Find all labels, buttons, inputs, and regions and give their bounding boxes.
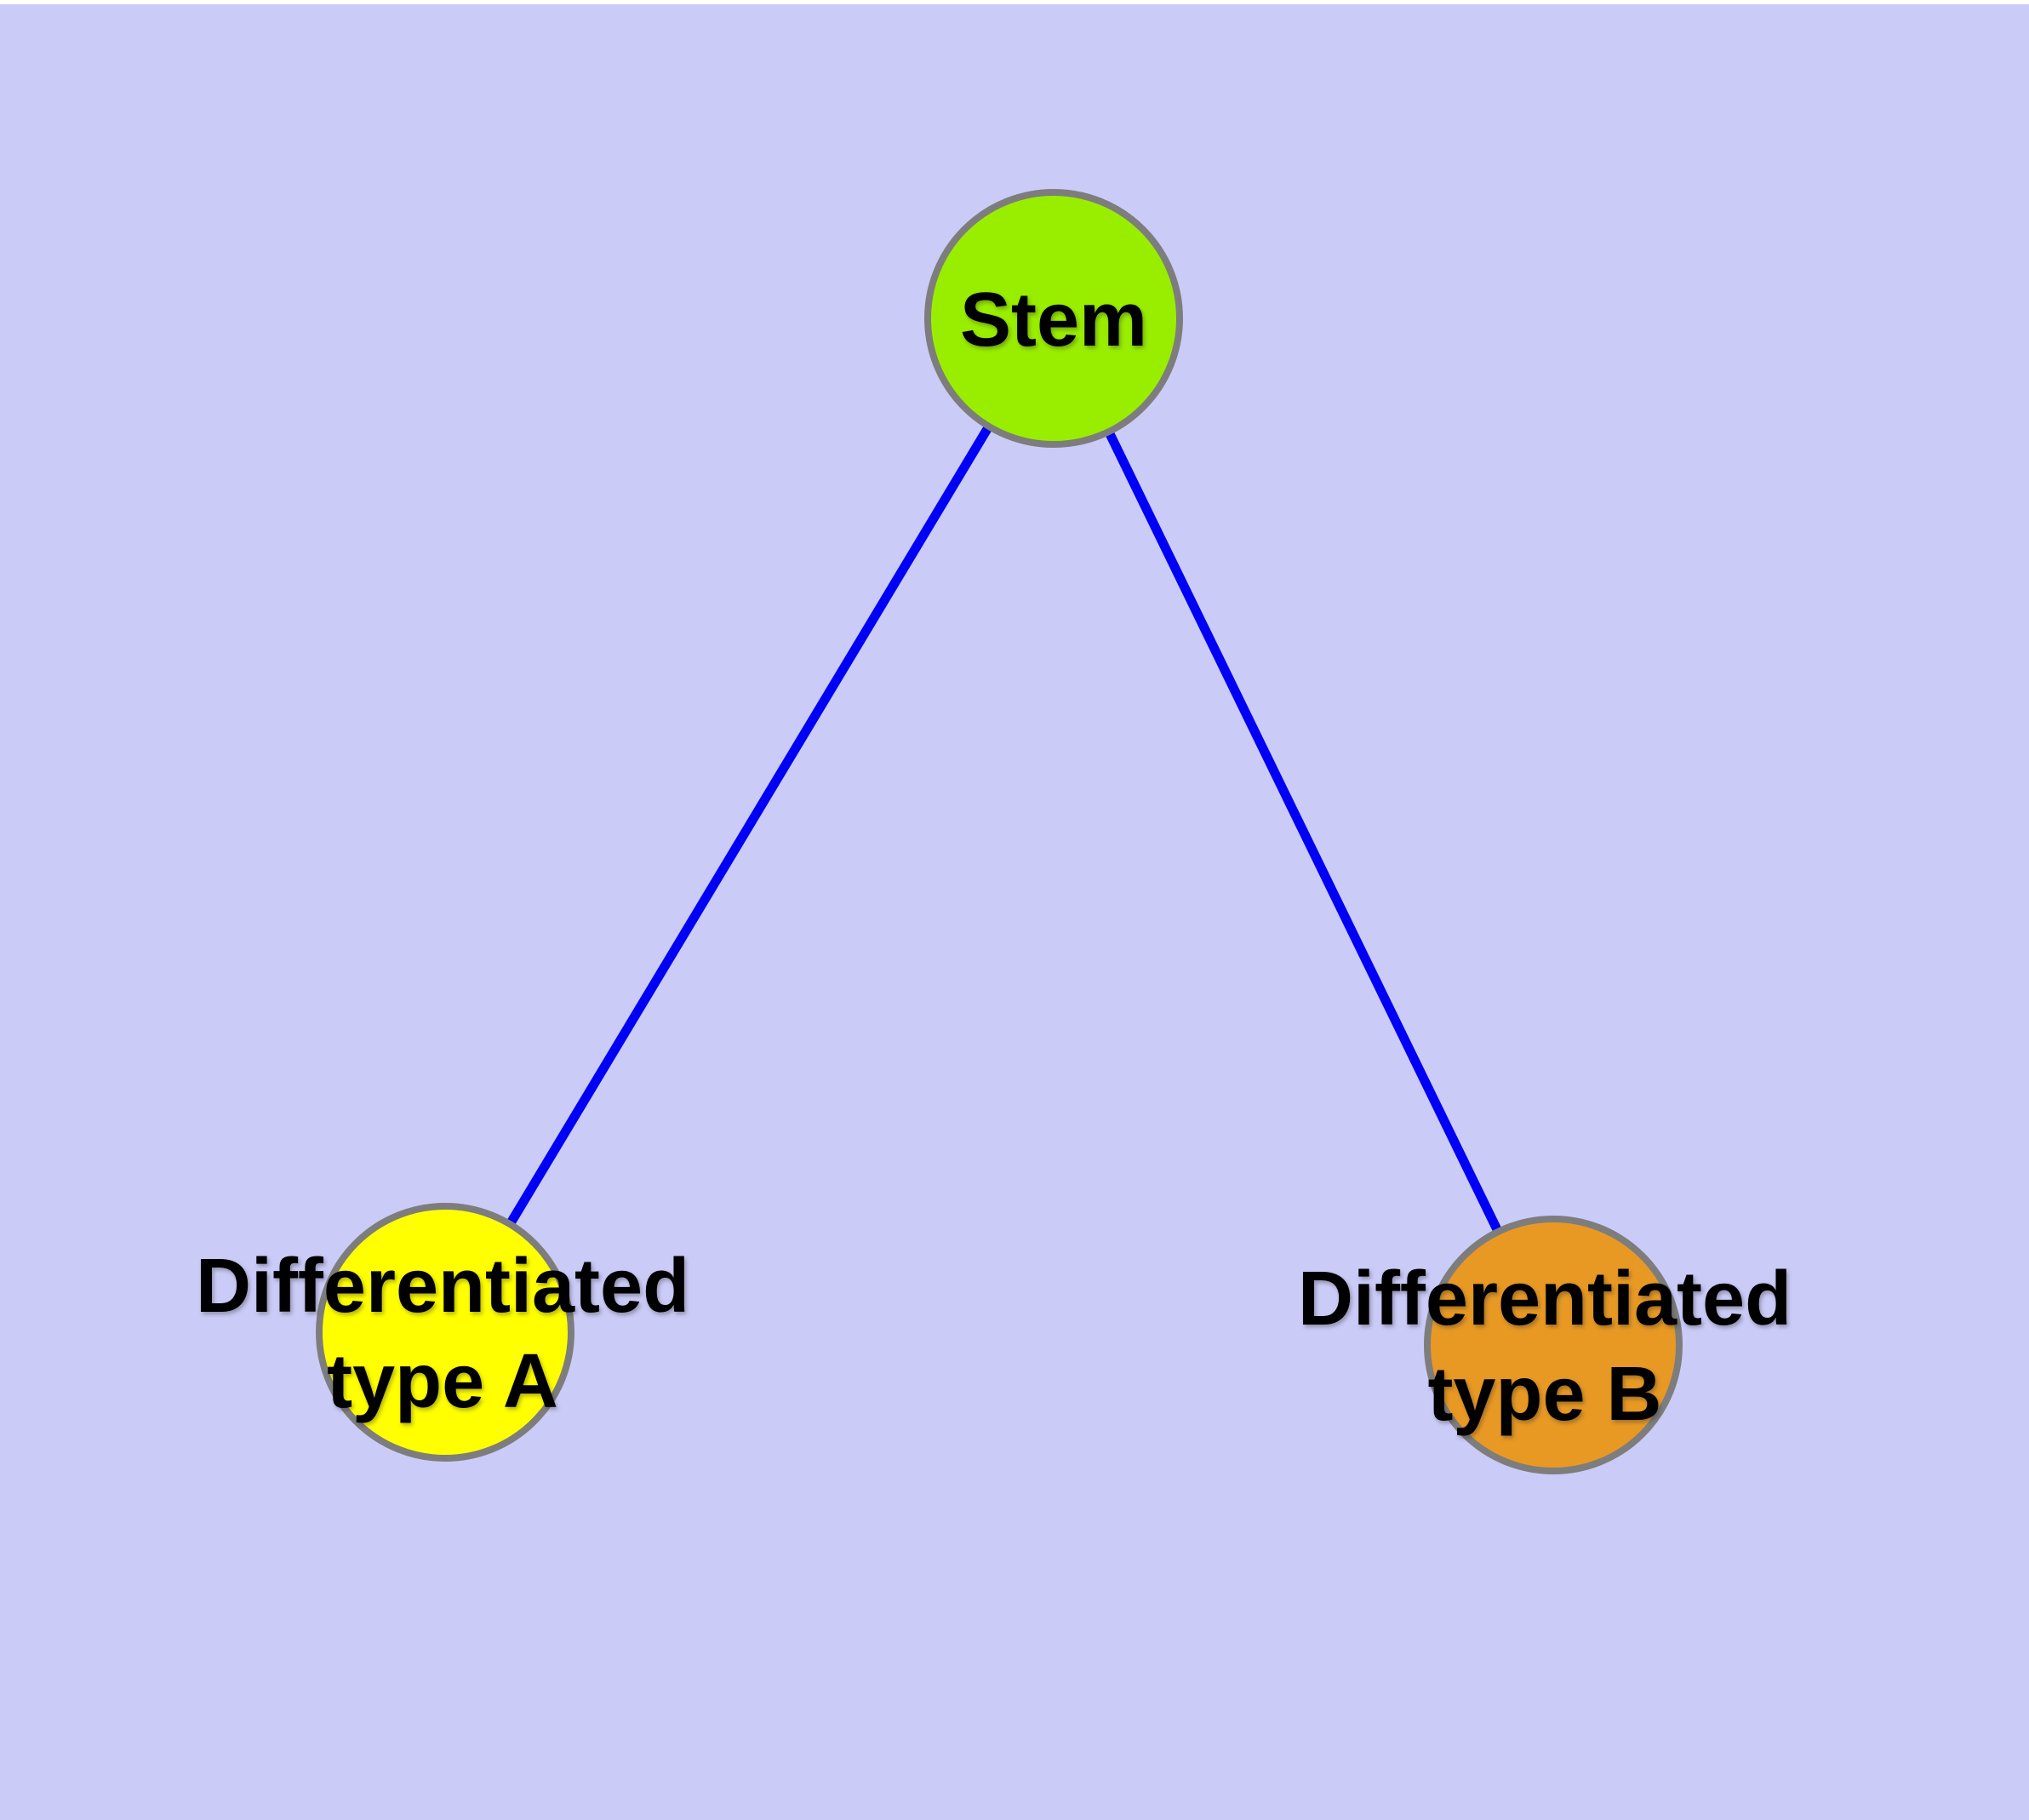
node-stem-label-line: Stem [959, 278, 1148, 363]
node-type-b-label-line-2: type B [1427, 1352, 1662, 1437]
edge-stem-to-type-b [1049, 316, 1557, 1348]
node-type-a-label: Differentiated type A [196, 1239, 689, 1429]
node-type-a-label-line-2: type A [327, 1339, 558, 1424]
node-stem-circle [924, 189, 1183, 448]
node-stem-label: Stem [960, 272, 1147, 368]
node-type-b-circle [1424, 1216, 1683, 1474]
node-type-b-label-line-1: Differentiated [1297, 1256, 1792, 1342]
edge-stem-to-type-a [441, 316, 1058, 1335]
node-type-a-label-line-1: Differentiated [195, 1244, 690, 1329]
node-type-a-circle [316, 1203, 574, 1462]
node-type-b-label: Differentiated type B [1298, 1251, 1792, 1442]
